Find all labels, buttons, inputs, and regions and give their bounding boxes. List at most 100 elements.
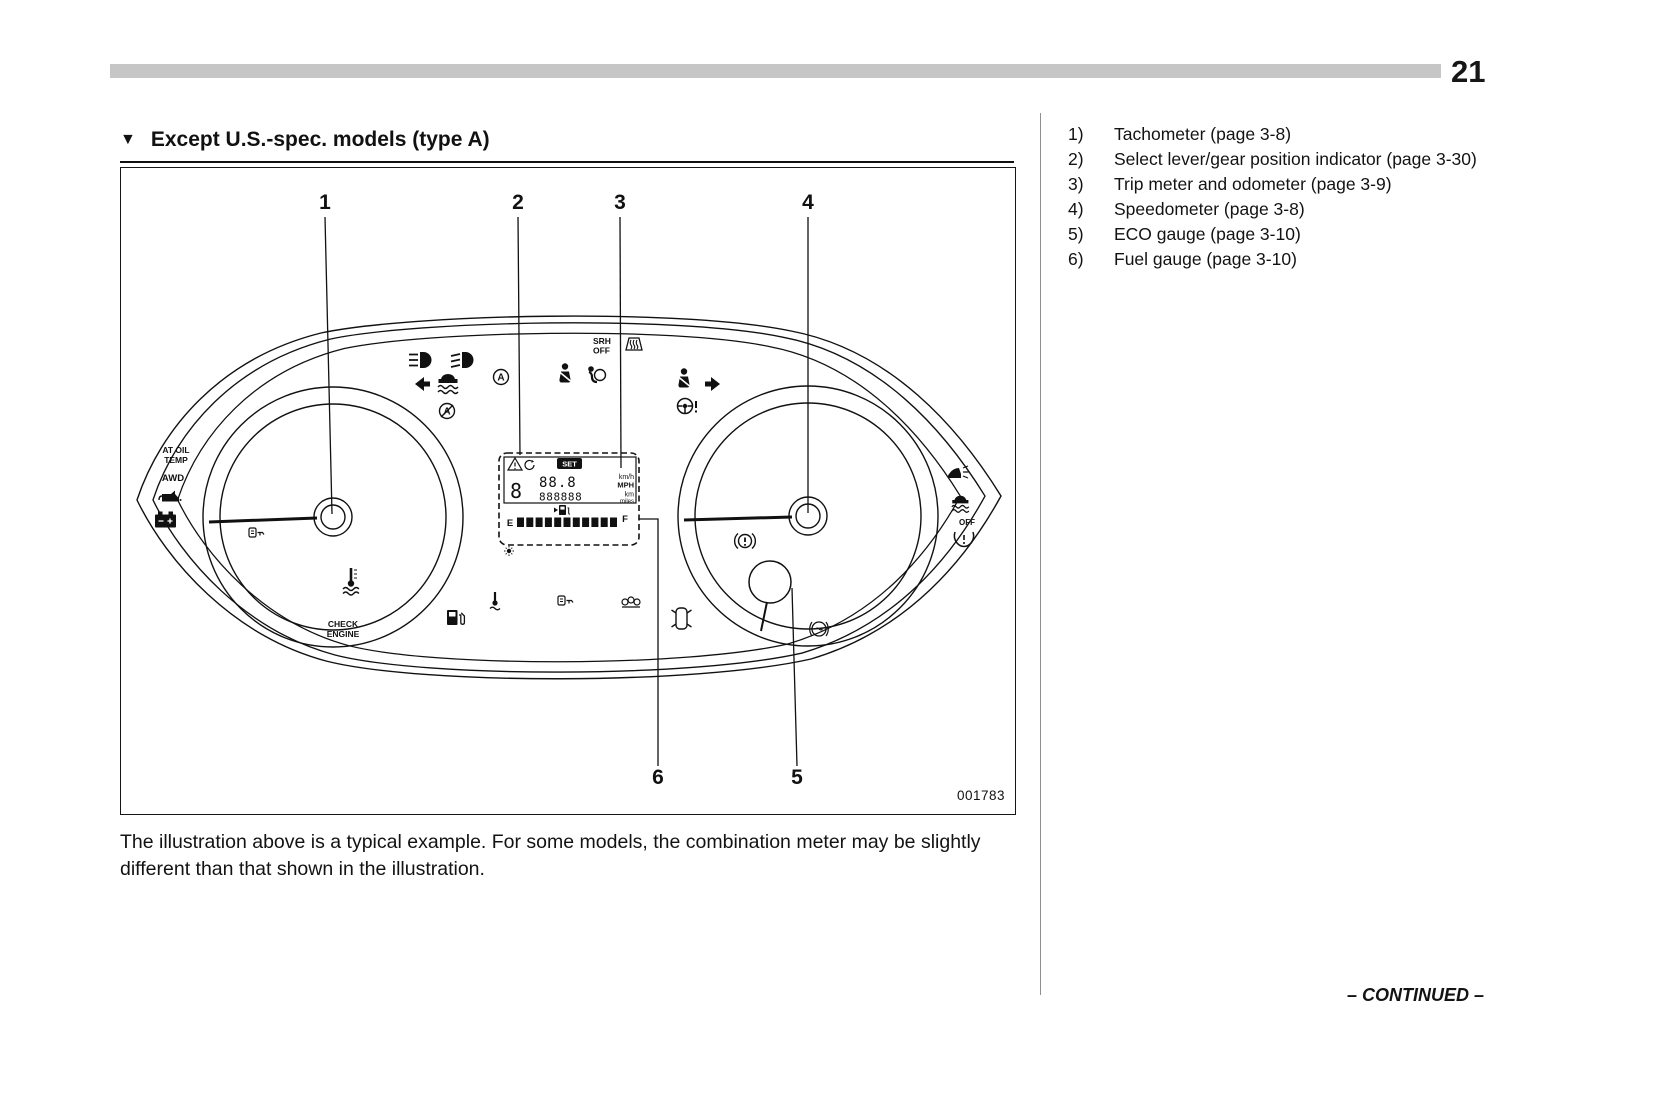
fuel-pump-icon [447,610,466,625]
odometer-digits: 888888 [539,491,582,504]
legend-item: 4) Speedometer (page 3-8) [1068,197,1482,222]
legend-item-number: 6) [1068,249,1084,269]
speedometer-needle [683,515,793,522]
legend-item: 2) Select lever/gear position indicator … [1068,147,1482,172]
coolant-temp-icon [342,568,360,596]
section-heading: ▼ Except U.S.-spec. models (type A) [120,128,1014,163]
miles-label: miles [620,499,634,505]
page-number: 21 [1451,54,1486,89]
callout-lines [324,216,809,767]
battery-charge-icon [155,511,176,528]
column-divider [1040,113,1041,995]
callout-numbers: 1 2 3 4 6 5 [319,191,814,789]
legend-item: 5) ECO gauge (page 3-10) [1068,222,1482,247]
low-beam-icon [450,352,474,368]
srh-label: SRH [593,336,611,346]
at-oil-label: AT OIL [162,445,189,455]
oil-pressure-icon [158,490,182,502]
fuel-gauge: E F [507,505,628,529]
eco-gauge-needle [760,601,768,632]
set-badge-label: SET [562,460,577,469]
illumination-control-icon [504,546,514,556]
auto-stop-start-off-icon: A [438,402,456,420]
tachometer-hub [313,497,353,537]
traction-control-icon [437,374,459,395]
lcd-display: SET 8 88.8 888888 km/h MPH km miles E F [498,452,640,556]
high-beam-icon [409,352,432,368]
kmh-label: km/h [619,474,634,481]
vdc-off-icon [951,495,970,513]
eco-gauge [748,560,792,632]
legend-item-text: Select lever/gear position indicator (pa… [1114,149,1477,169]
turn-right-icon [705,377,720,391]
exhaust-warning-icon [621,596,641,608]
airbag-warning-icon [588,366,607,384]
check-label: CHECK [328,619,359,629]
header-rule [110,64,1441,78]
legend-item-number: 5) [1068,224,1084,244]
engine-label: ENGINE [327,629,360,639]
legend-item-text: Fuel gauge (page 3-10) [1114,249,1297,269]
warning-triangle-icon [506,456,524,471]
fuel-full-label: F [622,514,628,525]
power-steering-warning-icon [676,397,697,415]
passenger-seatbelt-icon [677,368,691,388]
speedometer-hub [788,496,828,536]
figure-code: 001783 [957,788,1005,803]
fuel-gauge-pump-icon [554,505,570,515]
legend-item-number: 1) [1068,124,1084,144]
immobilizer-icon [557,595,574,606]
callout-3: 3 [614,191,626,214]
seatbelt-warning-icon [558,363,572,383]
srh-off-label: OFF [593,346,610,356]
legend-item-number: 2) [1068,149,1084,169]
trip-switch-icon [524,459,535,471]
tpms-icon [953,531,975,548]
awd-label: AWD [162,473,184,484]
legend-item-text: Trip meter and odometer (page 3-9) [1114,174,1392,194]
light-on-indicator-icon [948,465,969,479]
callout-4: 4 [802,191,814,214]
section-title: Except U.S.-spec. models (type A) [150,128,490,151]
callout-2: 2 [512,191,524,214]
legend: 1) Tachometer (page 3-8) 2) Select lever… [1068,122,1482,272]
callout-1: 1 [319,191,331,214]
set-badge: SET [557,458,582,469]
mph-label: MPH [617,481,634,490]
gear-position-digit: 8 [510,479,522,503]
legend-item-number: 3) [1068,174,1084,194]
cluster-illustration: 1 2 3 4 6 5 [136,191,1005,803]
figure-box: 1 2 3 4 6 5 [120,167,1016,815]
abs-warning-icon [809,621,829,637]
at-oil-temp-label: TEMP [164,455,188,465]
brake-warning-icon [733,532,757,550]
figure-caption: The illustration above is a typical exam… [120,831,981,880]
legend-item: 1) Tachometer (page 3-8) [1068,122,1482,147]
cruise-a-label: A [497,373,504,384]
fuel-gauge-segments [517,517,617,527]
km-label: km [625,492,635,499]
legend-item-text: ECO gauge (page 3-10) [1114,224,1301,244]
vdc-off-label: OFF [959,518,975,527]
fuel-empty-label: E [507,518,513,529]
legend-item: 6) Fuel gauge (page 3-10) [1068,247,1482,272]
tachometer-gauge [202,386,464,648]
legend-item: 3) Trip meter and odometer (page 3-9) [1068,172,1482,197]
callout-5: 5 [791,766,803,789]
door-open-icon [671,607,692,630]
legend-item-text: Speedometer (page 3-8) [1114,199,1305,219]
callout-6: 6 [652,766,664,789]
legend-item-text: Tachometer (page 3-8) [1114,124,1292,144]
turn-left-icon [415,377,430,391]
auto-a-label: A [443,407,450,418]
continued-label: – CONTINUED – [1346,985,1484,1005]
security-indicator-icon [248,527,265,538]
section-marker: ▼ [120,131,136,148]
oil-temp-icon [489,592,501,611]
trip-meter-digits: 88.8 [539,475,577,491]
legend-item-number: 4) [1068,199,1084,219]
speedometer-gauge [677,385,939,647]
defroster-icon [625,337,643,351]
cruise-control-icon: A [492,368,510,386]
